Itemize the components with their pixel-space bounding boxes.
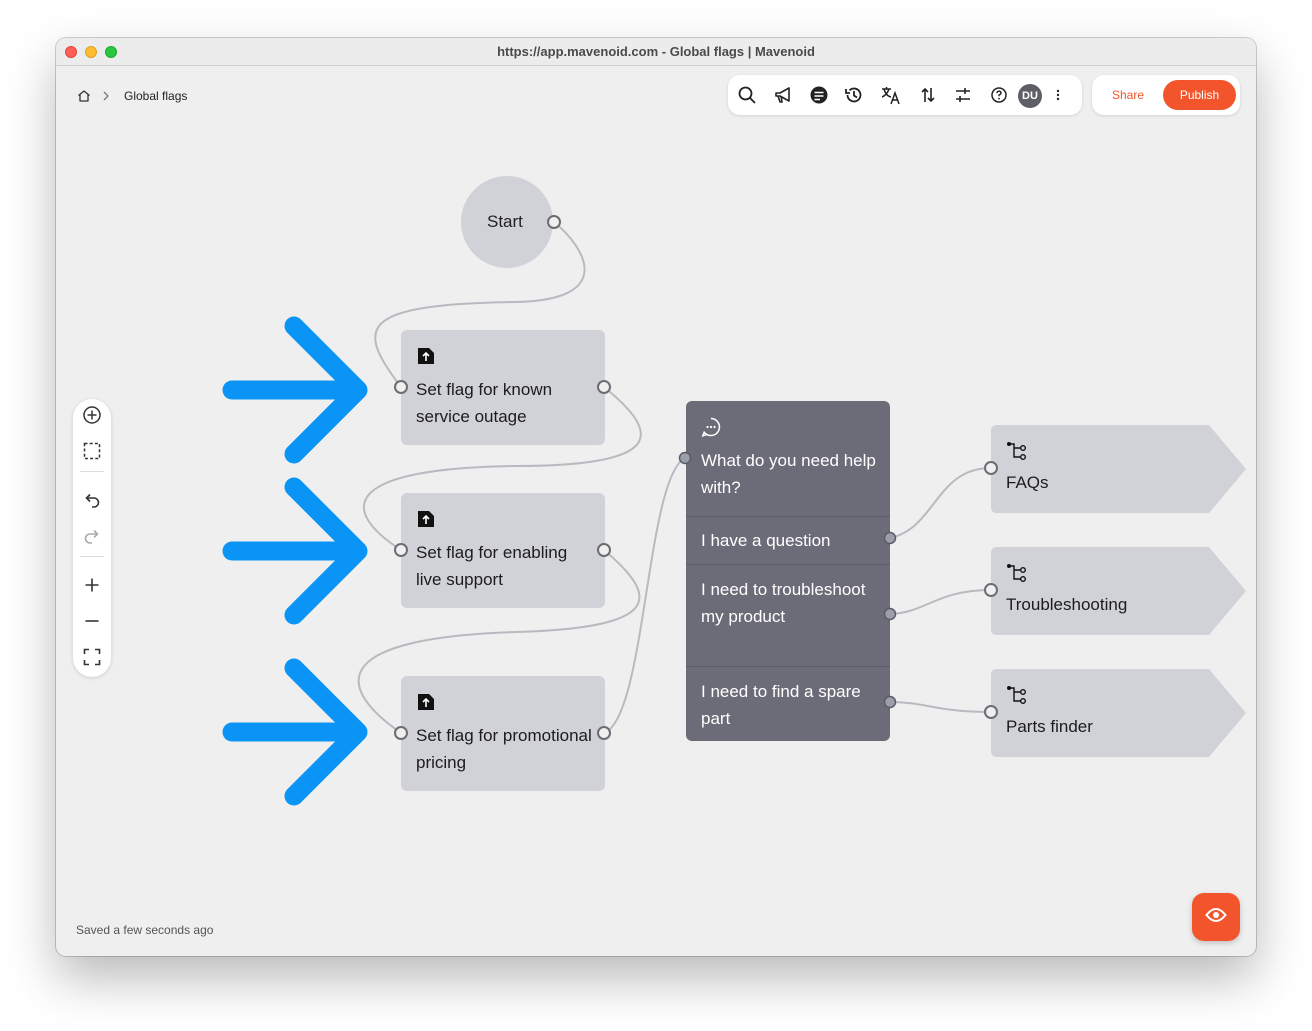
annotation-arrow-1: [222, 316, 368, 464]
flow-node-faqs[interactable]: FAQs: [991, 425, 1247, 513]
flow-branch-icon: [1006, 685, 1028, 710]
chat-list-icon[interactable]: [809, 85, 829, 105]
translate-icon[interactable]: [880, 85, 900, 105]
close-window-button[interactable]: [65, 46, 77, 58]
fit-screen-icon[interactable]: [82, 647, 102, 667]
port-start-out[interactable]: [547, 215, 561, 229]
connector-flag2-to-flag3: [357, 549, 641, 734]
window-titlebar: https://app.mavenoid.com - Global flags …: [56, 38, 1256, 66]
save-status: Saved a few seconds ago: [76, 923, 214, 937]
editor-toolbar: DU: [728, 75, 1082, 115]
port-flag2-in[interactable]: [394, 543, 408, 557]
question-option-label: I need to troubleshoot my product: [701, 580, 866, 626]
chat-bubble-icon: [700, 416, 722, 443]
sliders-icon[interactable]: [953, 85, 973, 105]
port-flag1-in[interactable]: [394, 380, 408, 394]
question-option-label: I have a question: [701, 531, 831, 550]
question-title: What do you need help with?: [701, 451, 876, 497]
connector-option2-to-troubleshooting: [889, 589, 992, 615]
zoom-in-icon[interactable]: [82, 575, 102, 595]
annotation-arrow-2: [222, 477, 368, 625]
user-avatar[interactable]: DU: [1018, 84, 1042, 108]
start-node[interactable]: Start: [461, 176, 553, 268]
connector-start-to-flag1: [374, 221, 586, 388]
upload-flag-icon: [416, 346, 436, 371]
undo-icon[interactable]: [82, 490, 102, 510]
connector-flag1-to-flag2: [362, 386, 642, 551]
add-circle-icon[interactable]: [82, 405, 102, 425]
home-icon[interactable]: [76, 88, 92, 104]
preview-button[interactable]: [1192, 893, 1240, 941]
flow-node-parts-finder[interactable]: Parts finder: [991, 669, 1247, 757]
question-option[interactable]: I need to find a spare part: [686, 666, 890, 741]
connector-ports: [394, 215, 998, 740]
publish-actions: Share Publish: [1092, 75, 1240, 115]
question-option-label: I need to find a spare part: [701, 682, 861, 728]
question-option[interactable]: I need to troubleshoot my product: [686, 564, 890, 666]
flow-node-label: Parts finder: [1006, 717, 1093, 736]
browser-window: https://app.mavenoid.com - Global flags …: [56, 38, 1256, 956]
zoom-out-icon[interactable]: [82, 611, 102, 631]
flow-node-label: FAQs: [1006, 473, 1049, 492]
eye-icon: [1205, 907, 1227, 928]
start-node-label: Start: [487, 212, 523, 231]
connector-option3-to-parts: [889, 701, 992, 713]
flow-branch-icon: [1006, 441, 1028, 466]
question-node[interactable]: What do you need help with? I have a que…: [686, 401, 890, 741]
history-icon[interactable]: [844, 85, 864, 105]
port-parts-in[interactable]: [984, 705, 998, 719]
share-button[interactable]: Share: [1112, 88, 1145, 102]
annotation-arrow-3: [222, 658, 368, 806]
flag-node-known-service-outage[interactable]: Set flag for known service outage: [401, 330, 605, 445]
port-flag2-out[interactable]: [597, 543, 611, 557]
flow-node-troubleshooting[interactable]: Troubleshooting: [991, 547, 1247, 635]
more-vertical-icon[interactable]: [1054, 85, 1062, 105]
search-icon[interactable]: [737, 85, 757, 105]
port-question-in[interactable]: [678, 451, 692, 465]
port-option2-out[interactable]: [883, 607, 897, 621]
flag-node-promotional-pricing[interactable]: Set flag for promotional pricing: [401, 676, 605, 791]
upload-flag-icon: [416, 509, 436, 534]
sort-arrows-icon[interactable]: [918, 85, 938, 105]
publish-button[interactable]: Publish: [1163, 80, 1236, 110]
upload-flag-icon: [416, 692, 436, 717]
chevron-right-icon: [102, 90, 110, 102]
minimize-window-button[interactable]: [85, 46, 97, 58]
question-option[interactable]: I have a question: [686, 516, 890, 564]
port-flag3-in[interactable]: [394, 726, 408, 740]
port-flag3-out[interactable]: [597, 726, 611, 740]
connector-flag3-to-question: [603, 457, 686, 734]
breadcrumb: Global flags: [76, 88, 187, 104]
flag-node-label: Set flag for promotional pricing: [416, 726, 592, 772]
select-area-icon[interactable]: [82, 441, 102, 461]
redo-icon[interactable]: [82, 526, 102, 546]
port-option1-out[interactable]: [883, 531, 897, 545]
connector-option1-to-faqs: [889, 467, 992, 539]
canvas-tools-panel: [73, 399, 111, 677]
window-title: https://app.mavenoid.com - Global flags …: [497, 44, 815, 59]
flow-connectors: [222, 221, 992, 806]
port-flag1-out[interactable]: [597, 380, 611, 394]
port-faqs-in[interactable]: [984, 461, 998, 475]
flag-node-label: Set flag for known service outage: [416, 380, 553, 426]
maximize-window-button[interactable]: [105, 46, 117, 58]
flag-node-enabling-live-support[interactable]: Set flag for enabling live support: [401, 493, 605, 608]
help-icon[interactable]: [989, 85, 1009, 105]
flow-node-label: Troubleshooting: [1006, 595, 1128, 614]
port-option3-out[interactable]: [883, 695, 897, 709]
flow-branch-icon: [1006, 563, 1028, 588]
port-troubleshooting-in[interactable]: [984, 583, 998, 597]
breadcrumb-current: Global flags: [124, 89, 188, 103]
flag-node-label: Set flag for enabling live support: [416, 543, 568, 589]
megaphone-icon[interactable]: [773, 85, 793, 105]
